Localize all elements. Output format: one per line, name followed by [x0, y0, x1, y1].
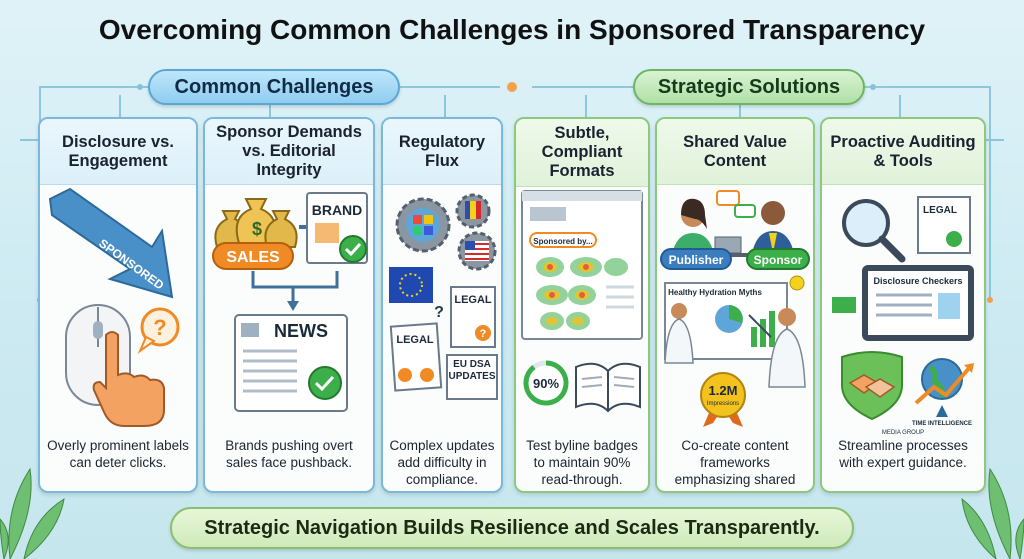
screen-title: Disclosure Checkers — [873, 276, 962, 286]
presentation-board-icon: Healthy Hydration Myths — [664, 282, 788, 360]
card-title: Shared Value Content — [657, 119, 813, 185]
legal-label-1: LEGAL — [454, 294, 492, 306]
common-challenges-label: Common Challenges — [148, 69, 400, 105]
card-regulatory-flux: Regulatory Flux LEGAL ? ? — [381, 117, 503, 493]
impressions-badge-icon: 1.2M Impressions — [700, 372, 746, 427]
card-disclosure-vs-engagement: Disclosure vs. Engagement SPONSORED ? Ov… — [38, 117, 198, 493]
svg-text:$: $ — [252, 219, 262, 239]
chat-bubble-icons — [716, 190, 756, 218]
eu-flag-icon — [389, 267, 433, 303]
legal-label: LEGAL — [923, 205, 957, 216]
globe-growth-icon — [914, 358, 974, 405]
card-subtle-compliant-formats: Subtle, Compliant Formats Sponsored by..… — [514, 117, 650, 493]
badge-sublabel: Impressions — [707, 401, 739, 407]
legal-folder-icon: LEGAL — [917, 196, 971, 254]
logo-line-2: MEDIA GROUP — [881, 430, 925, 436]
company-logo: TIME INTELLIGENCE — [912, 405, 972, 427]
newspaper-icon: NEWS — [234, 314, 348, 412]
scientist-left-icon — [664, 303, 694, 364]
sponsored-arrow-click-illustration: SPONSORED ? — [48, 187, 180, 427]
percent-ring-icon: 90% — [523, 360, 569, 406]
sales-brand-news-illustration: $ SALES BRAND NEWS — [212, 192, 368, 412]
question-mark: ? — [153, 315, 166, 340]
question-bubble-icon: ? — [137, 307, 180, 354]
card-description: Complex updates add difficulty in compli… — [389, 438, 495, 487]
brand-label: BRAND — [312, 202, 363, 218]
card-sponsor-demands: Sponsor Demands vs. Editorial Integrity … — [203, 117, 375, 493]
card-description: Streamline processes with expert guidanc… — [838, 438, 968, 470]
publisher-label: Publisher — [669, 253, 724, 267]
shield-handshake-icon — [841, 351, 903, 421]
bottom-banner: Strategic Navigation Builds Resilience a… — [170, 507, 854, 549]
eu-dsa-label: EU DSA UPDATES — [448, 359, 496, 382]
byline-badge-label: Sponsored by... — [533, 237, 592, 246]
eu-dsa-document-icon: EU DSA UPDATES — [446, 354, 498, 400]
browser-page-icon: Sponsored by... — [521, 190, 643, 340]
card-title: Subtle, Compliant Formats — [516, 119, 648, 187]
card-description: Co-create content frameworks emphasizing… — [674, 438, 796, 491]
badge-value: 1.2M — [709, 383, 738, 398]
leaf-decoration-right — [961, 467, 1024, 559]
heatmap-page-illustration: Sponsored by... 90% — [521, 190, 643, 413]
legal-document-icon: LEGAL ? — [450, 286, 496, 348]
svg-text:?: ? — [480, 328, 487, 340]
sales-label: SALES — [226, 249, 280, 266]
leaf-decoration-left — [0, 467, 65, 559]
news-label: NEWS — [274, 321, 328, 341]
logo-line-1: TIME INTELLIGENCE — [912, 421, 972, 427]
pointing-hand-icon — [92, 331, 165, 427]
card-title: Regulatory Flux — [383, 119, 501, 185]
legal-document-stack-icon: LEGAL — [389, 322, 443, 392]
card-description: Brands pushing overt sales face pushback… — [225, 438, 353, 470]
strategic-solutions-label: Strategic Solutions — [633, 69, 865, 105]
tablet-screen-icon: Disclosure Checkers — [862, 265, 974, 341]
gear-us-flag-icon — [457, 231, 497, 271]
auditing-tools-illustration: LEGAL Disclosure Checkers TIME INTELLIGE — [832, 196, 974, 427]
legal-label-2: LEGAL — [396, 334, 434, 346]
card-title: Disclosure vs. Engagement — [40, 119, 196, 185]
card-title: Sponsor Demands vs. Editorial Integrity — [205, 119, 373, 185]
sponsor-label: Sponsor — [754, 253, 803, 267]
lightbulb-icon — [789, 275, 805, 291]
papers-icon — [832, 297, 856, 313]
sponsored-arrow: SPONSORED — [48, 187, 174, 299]
publisher-sponsor-illustration: Publisher Sponsor Healthy Hydration Myth… — [660, 190, 810, 427]
svg-text:?: ? — [434, 304, 444, 321]
card-description: Test byline badges to maintain 90% read-… — [526, 438, 638, 487]
regulatory-gears-illustration: LEGAL ? ? LEGAL EU DSA UPDATES — [389, 193, 498, 400]
scientist-right-icon — [748, 308, 806, 388]
card-shared-value-content: Shared Value Content Publisher Sponsor H… — [655, 117, 815, 493]
connector-lines — [251, 271, 339, 311]
page-title: Overcoming Common Challenges in Sponsore… — [98, 14, 926, 45]
open-book-icon — [575, 362, 641, 413]
card-title: Proactive Auditing & Tools — [822, 119, 984, 185]
percent-label: 90% — [533, 376, 559, 391]
card-description: Overly prominent labels can deter clicks… — [47, 438, 189, 470]
brand-document-icon: BRAND — [306, 192, 368, 264]
card-proactive-auditing: Proactive Auditing & Tools LEGAL Disclos… — [820, 117, 986, 493]
gear-globe-icon — [395, 197, 451, 253]
board-title: Healthy Hydration Myths — [668, 288, 762, 297]
magnifying-glass-icon — [842, 199, 906, 263]
money-bags-icon: $ SALES — [212, 198, 298, 270]
gear-flag-icon — [455, 193, 491, 229]
